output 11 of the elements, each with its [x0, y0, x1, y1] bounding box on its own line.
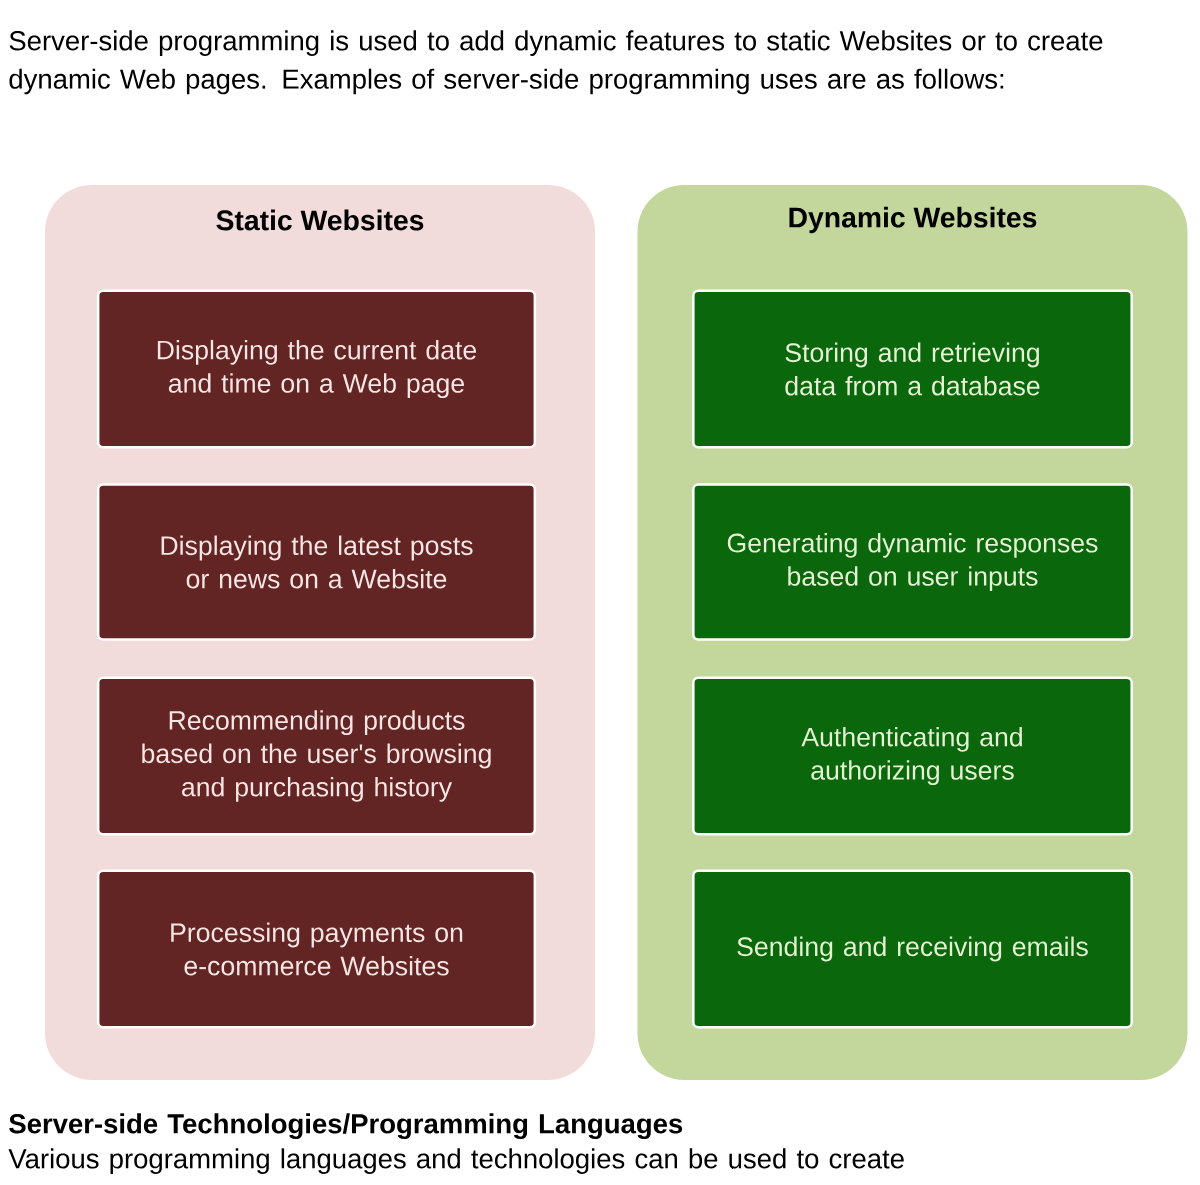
example-box: Displaying the latest posts or news on a Website — [96, 483, 537, 641]
example-box: Sending and receiving emails — [692, 869, 1133, 1029]
example-box: Authenticating and authorizing users — [692, 676, 1133, 836]
example-box: Storing and retrieving data from a database — [692, 289, 1133, 449]
example-box: Processing payments on e-commerce Websites — [96, 869, 537, 1029]
paragraph: Various programming languages and technologies can be used to create — [8, 1148, 904, 1174]
example-box: Recommending products based on the user's browsing and purchasing history — [96, 676, 537, 836]
paragraph: Server-side programming is used to add dynamic features to static Websites or to create dynamic Web pages. Examples of server-side programming uses are as follows: — [9, 30, 1103, 95]
section-heading: Server-side Technologies/Programming Languages — [9, 1113, 683, 1140]
example-box: Generating dynamic responses based on user inputs — [692, 483, 1133, 641]
example-box: Displaying the current date and time on a Web page — [96, 289, 537, 449]
